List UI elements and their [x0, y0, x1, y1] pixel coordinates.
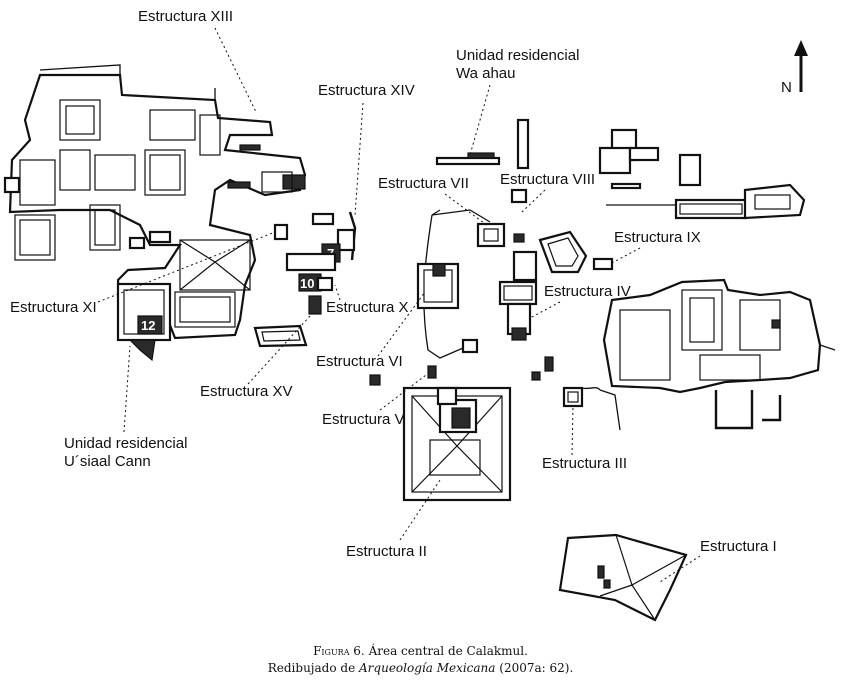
label-estructura-i: Estructura I [700, 538, 777, 555]
leader-ii [399, 479, 441, 541]
label-us-line2: U´siaal Cann [64, 453, 151, 470]
caption-line-1: Figura 6. Área central de Calakmul. [0, 643, 841, 660]
leader-viii [521, 189, 546, 213]
estructura-iv [498, 250, 538, 341]
label-estructura-xv: Estructura XV [200, 383, 293, 400]
leader-vii [444, 193, 489, 227]
estructura-iii [531, 356, 601, 408]
estructura-xii: 12 [116, 282, 172, 362]
leader-x [334, 284, 341, 301]
marker-12: 12 [141, 318, 155, 333]
caption-figure-title: 6. Área central de Calakmul. [349, 644, 528, 658]
northwest-complex [3, 64, 307, 340]
estructura-ix [592, 257, 614, 271]
label-estructura-ii: Estructura II [346, 543, 427, 560]
label-estructura-xiv: Estructura XIV [318, 82, 415, 99]
label-estructura-x: Estructura X [326, 299, 409, 316]
estructura-vi [416, 262, 479, 379]
label-estructura-ix: Estructura IX [614, 229, 701, 246]
estructura-i [558, 533, 688, 622]
estructura-ii [402, 386, 512, 502]
site-map: 12 7 10 [3, 8, 836, 622]
figure-caption: Figura 6. Área central de Calakmul. Redi… [0, 643, 841, 677]
east-complex [599, 278, 836, 431]
ball-court-inner [547, 237, 579, 267]
north-label: N [781, 79, 792, 96]
caption-figure-label: Figura [313, 644, 350, 658]
north-arrow-icon: N [781, 40, 808, 96]
caption-credit-suffix: (2007a: 62). [495, 661, 574, 675]
estructura-vii [431, 209, 506, 248]
leader-iii [571, 404, 574, 456]
northeast-group [598, 128, 806, 220]
leader-usiaal [123, 345, 131, 433]
marker-10: 10 [300, 276, 314, 291]
label-estructura-viii: Estructura VIII [500, 171, 595, 188]
estructura-viii [510, 188, 528, 243]
caption-credit-source: Arqueología Mexicana [359, 661, 496, 675]
leader-v [379, 371, 431, 411]
wa-ahau-residential [435, 118, 530, 170]
label-us-line1: Unidad residencial [64, 435, 187, 452]
label-estructura-vii: Estructura VII [378, 175, 469, 192]
estructura-x: 7 10 [285, 243, 341, 315]
leader-xv [247, 315, 311, 385]
label-estructura-iv: Estructura IV [544, 283, 631, 300]
estructura-xiv [273, 211, 357, 261]
leader-xi [97, 231, 276, 303]
label-estructura-xi: Estructura XI [10, 299, 97, 316]
label-estructura-xiii: Estructura XIII [138, 8, 233, 25]
leader-iv [529, 301, 561, 319]
label-wa-ahau-line2: Wa ahau [456, 65, 515, 82]
label-wa-ahau-line1: Unidad residencial [456, 47, 579, 64]
label-estructura-v: Estructura V [322, 411, 405, 428]
caption-credit-prefix: Redibujado de [267, 661, 359, 675]
estructura-xv [253, 324, 381, 386]
leader-ix [609, 247, 641, 265]
leader-xiii [214, 27, 257, 113]
estructura-v [436, 386, 458, 406]
leader-vi [377, 291, 426, 357]
leader-wa-ahau [469, 84, 491, 156]
label-estructura-iii: Estructura III [542, 455, 627, 472]
leader-xiv [354, 102, 364, 216]
label-estructura-vi: Estructura VI [316, 353, 403, 370]
caption-line-2: Redibujado de Arqueología Mexicana (2007… [0, 660, 841, 677]
